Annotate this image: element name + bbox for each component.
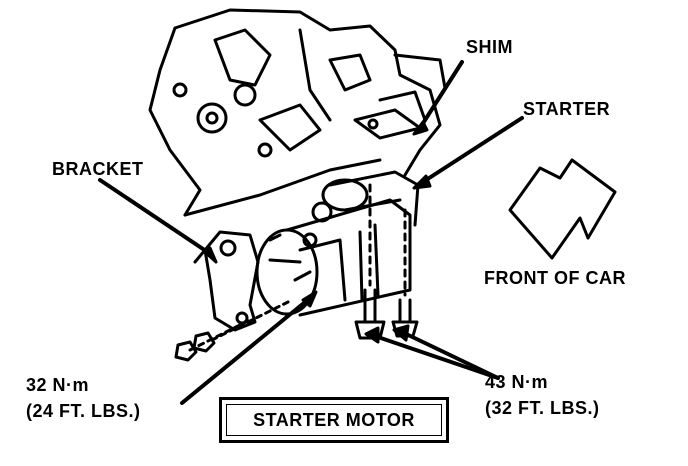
bracket-part xyxy=(193,230,260,332)
engine-block xyxy=(148,8,447,217)
shim-label: SHIM xyxy=(466,37,513,57)
starter-motor-body xyxy=(255,170,420,317)
torque-spec-right: 43 N·m (32 FT. LBS.) xyxy=(485,369,600,421)
caption-box: STARTER MOTOR xyxy=(219,397,449,443)
torque-right-imperial: (32 FT. LBS.) xyxy=(485,398,600,418)
torque-left-metric: 32 N·m xyxy=(26,375,90,395)
shim-part xyxy=(353,108,422,140)
leader-arrows xyxy=(98,60,524,405)
caption-title: STARTER MOTOR xyxy=(253,409,415,430)
bracket-label: BRACKET xyxy=(52,159,144,179)
front-of-car-label: FRONT OF CAR xyxy=(484,268,626,288)
starter-label: STARTER xyxy=(523,99,611,119)
front-of-car-arrow xyxy=(508,158,617,260)
torque-right-metric: 43 N·m xyxy=(485,372,549,392)
torque-spec-left: 32 N·m (24 FT. LBS.) xyxy=(26,372,141,424)
torque-left-imperial: (24 FT. LBS.) xyxy=(26,401,141,421)
nut-parts xyxy=(174,298,294,362)
caption-inner-border xyxy=(226,404,442,436)
